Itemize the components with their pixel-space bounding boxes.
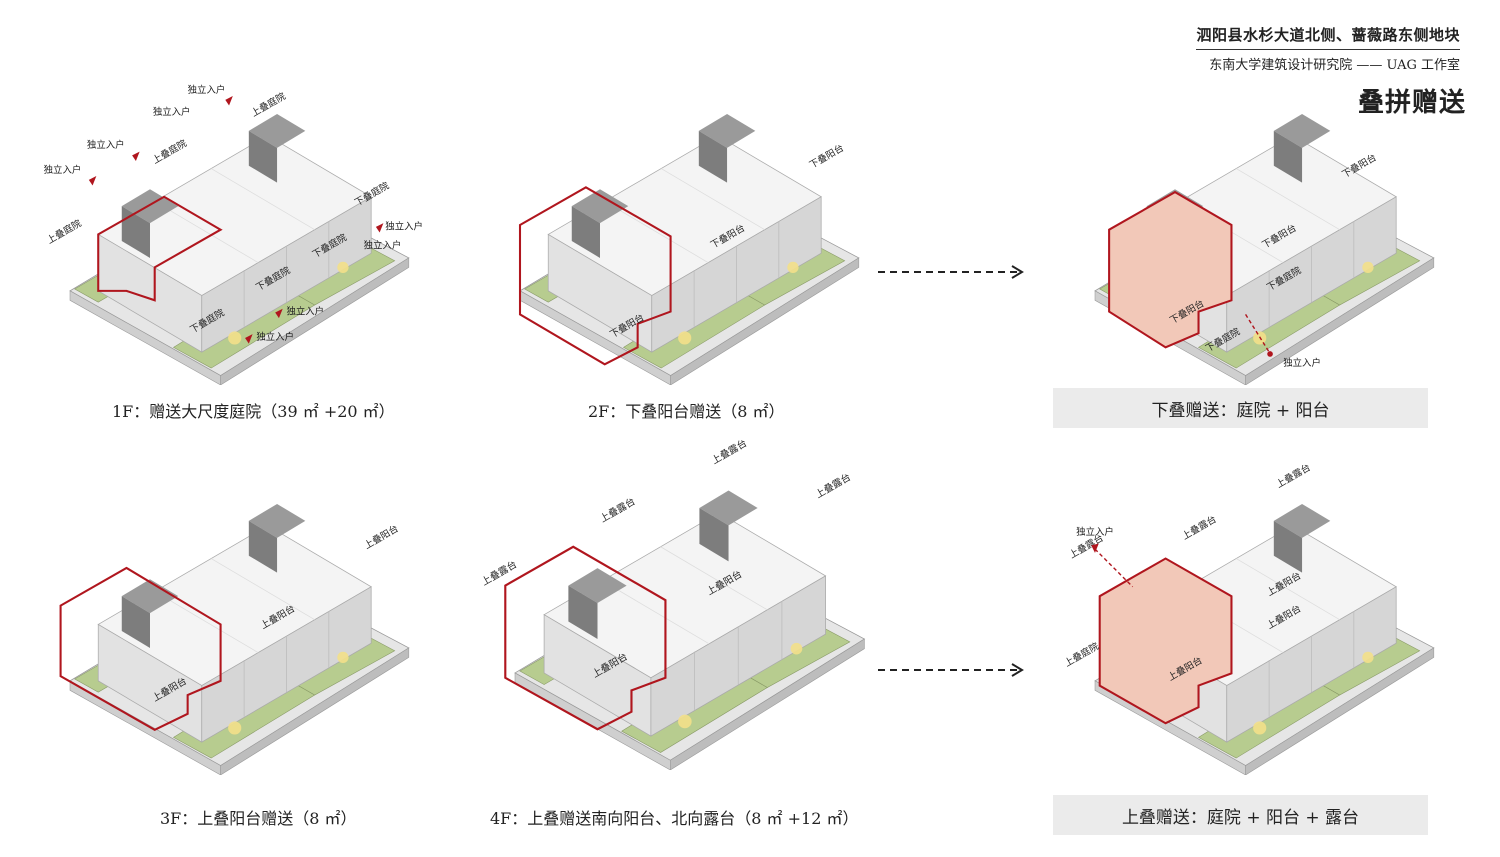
label-entry-upper: 独立入户 [1076,526,1114,538]
unit-outline-3f [59,566,222,731]
unit-outline-2f [518,186,672,366]
entry-dot-icon [1267,351,1273,357]
label-entry-1: 独立入户 [44,164,82,176]
label-upper-terrace-s3: 上叠露台 [1274,461,1313,490]
label-upper-terrace-3: 上叠露台 [709,440,749,467]
label-entry-s: 独立入户 [1283,357,1321,369]
arrow-right-icon [878,265,1024,279]
label-upper-courtyard: 上叠庭院 [45,217,84,247]
entry-arrow-icon-3 [225,96,233,106]
label-entry-6: 独立入户 [364,240,402,252]
diagram-lower-summary: 下叠阳台 下叠庭院 下叠阳台 下叠庭院 下叠阳台 独立入户 [1045,65,1465,385]
label-upper-terrace-4: 上叠露台 [813,470,853,501]
diagram-1f: 上叠庭院 上叠庭院 上叠庭院 下叠庭院 下叠庭院 下叠庭院 下叠庭院 独立入户 … [20,65,440,385]
diagram-4f: 上叠露台 上叠露台 上叠露台 上叠露台 上叠阳台 上叠阳台 [470,440,890,770]
header: 泗阳县水杉大道北侧、蔷薇路东侧地块 东南大学建筑设计研究院 —— UAG 工作室 [1196,24,1460,73]
institute-name: 东南大学建筑设计研究院 —— UAG 工作室 [1209,58,1460,73]
unit-outline-1f [97,195,223,302]
label-entry-5: 独立入户 [385,221,423,233]
unit-highlight-lower [1108,190,1233,349]
entry-path-upper [1094,548,1134,588]
label-upper-courtyard-2: 上叠庭院 [150,137,189,167]
label-upper-terrace: 上叠露台 [479,558,519,589]
caption-2f: 2F：下叠阳台赠送（8 ㎡） [588,402,785,421]
entry-arrow-icon-5 [275,308,283,319]
label-entry-8: 独立入户 [256,331,294,343]
entry-arrow-icon-upper [1091,543,1099,553]
label-entry-3: 独立入户 [153,106,191,118]
unit-outline-4f [504,545,667,731]
label-upper-balcony-3: 上叠阳台 [362,523,401,552]
diagram-2f: 下叠阳台 下叠阳台 下叠阳台 [470,65,890,385]
summary-lower: 下叠赠送：庭院 + 阳台 [1053,388,1428,428]
label-entry-7: 独立入户 [286,305,324,317]
label-entry-4: 独立入户 [188,84,226,96]
unit-highlight-upper [1098,557,1233,725]
arrow-right-icon-2 [878,663,1024,677]
label-entry-2: 独立入户 [87,139,125,151]
label-upper-courtyard-s: 上叠庭院 [1062,640,1101,670]
caption-1f: 1F：赠送大尺度庭院（39 ㎡ +20 ㎡） [112,402,395,421]
label-lower-balcony-3: 下叠阳台 [807,142,846,171]
label-upper-terrace-s2: 上叠露台 [1180,513,1219,542]
summary-upper: 上叠赠送：庭院 + 阳台 + 露台 [1053,795,1428,835]
entry-arrow-icon [88,176,97,186]
label-upper-terrace-2: 上叠露台 [597,494,637,525]
project-name: 泗阳县水杉大道北侧、蔷薇路东侧地块 [1196,24,1460,50]
page-title: 叠拼赠送 [1357,88,1466,118]
entry-arrow-icon-4 [375,223,384,233]
entry-arrow-icon-6 [245,334,253,344]
entry-arrow-icon-2 [132,151,140,161]
diagram-3f: 上叠阳台 上叠阳台 上叠阳台 [20,455,440,775]
entry-path [1244,314,1270,353]
caption-4f: 4F：上叠赠送南向阳台、北向露台（8 ㎡ +12 ㎡） [490,809,859,828]
label-upper-courtyard-3: 上叠庭院 [249,90,288,120]
caption-3f: 3F：上叠阳台赠送（8 ㎡） [160,809,357,828]
diagram-upper-summary: 上叠露台 上叠庭院 上叠阳台 上叠阳台 上叠阳台 上叠露台 上叠露台 独立入户 [1045,455,1465,775]
